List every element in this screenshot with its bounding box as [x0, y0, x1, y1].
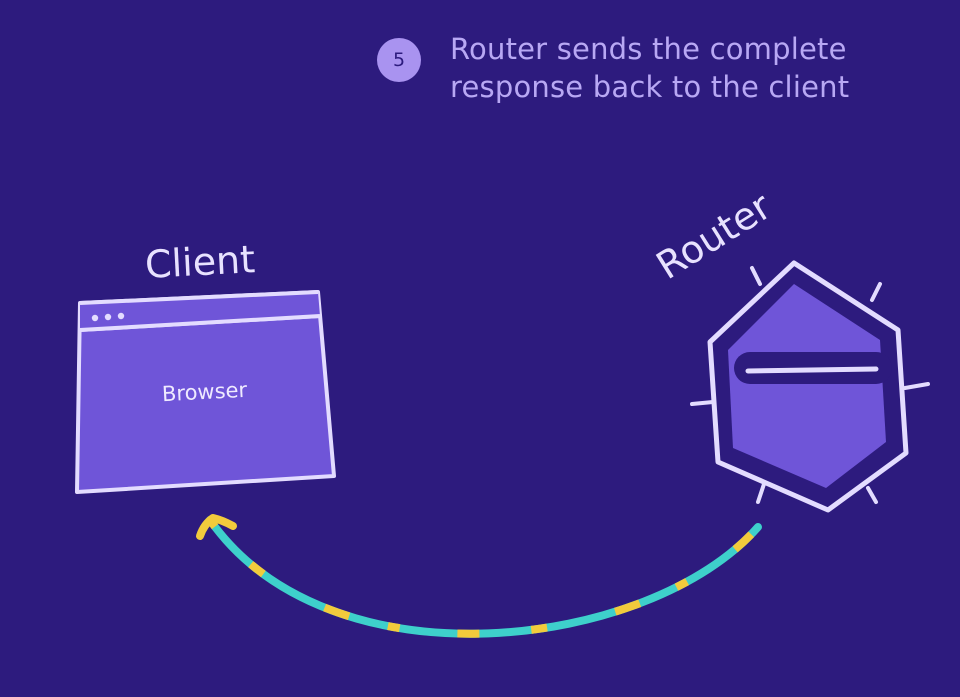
step-description-line-2: response back to the client	[450, 70, 850, 104]
client-label: Client	[143, 237, 257, 287]
browser-window	[75, 290, 336, 494]
arrowhead-icon	[196, 514, 237, 540]
router-device	[690, 260, 930, 513]
browser-label: Browser	[161, 377, 248, 407]
window-dots	[91, 312, 125, 322]
router-spikes	[690, 266, 930, 504]
step-description-line-1: Router sends the complete	[450, 32, 847, 66]
step-description: Router sends the complete response back …	[450, 30, 930, 106]
router-slot	[734, 352, 892, 384]
response-arrow	[196, 514, 758, 634]
step-number-badge: 5	[377, 38, 421, 82]
